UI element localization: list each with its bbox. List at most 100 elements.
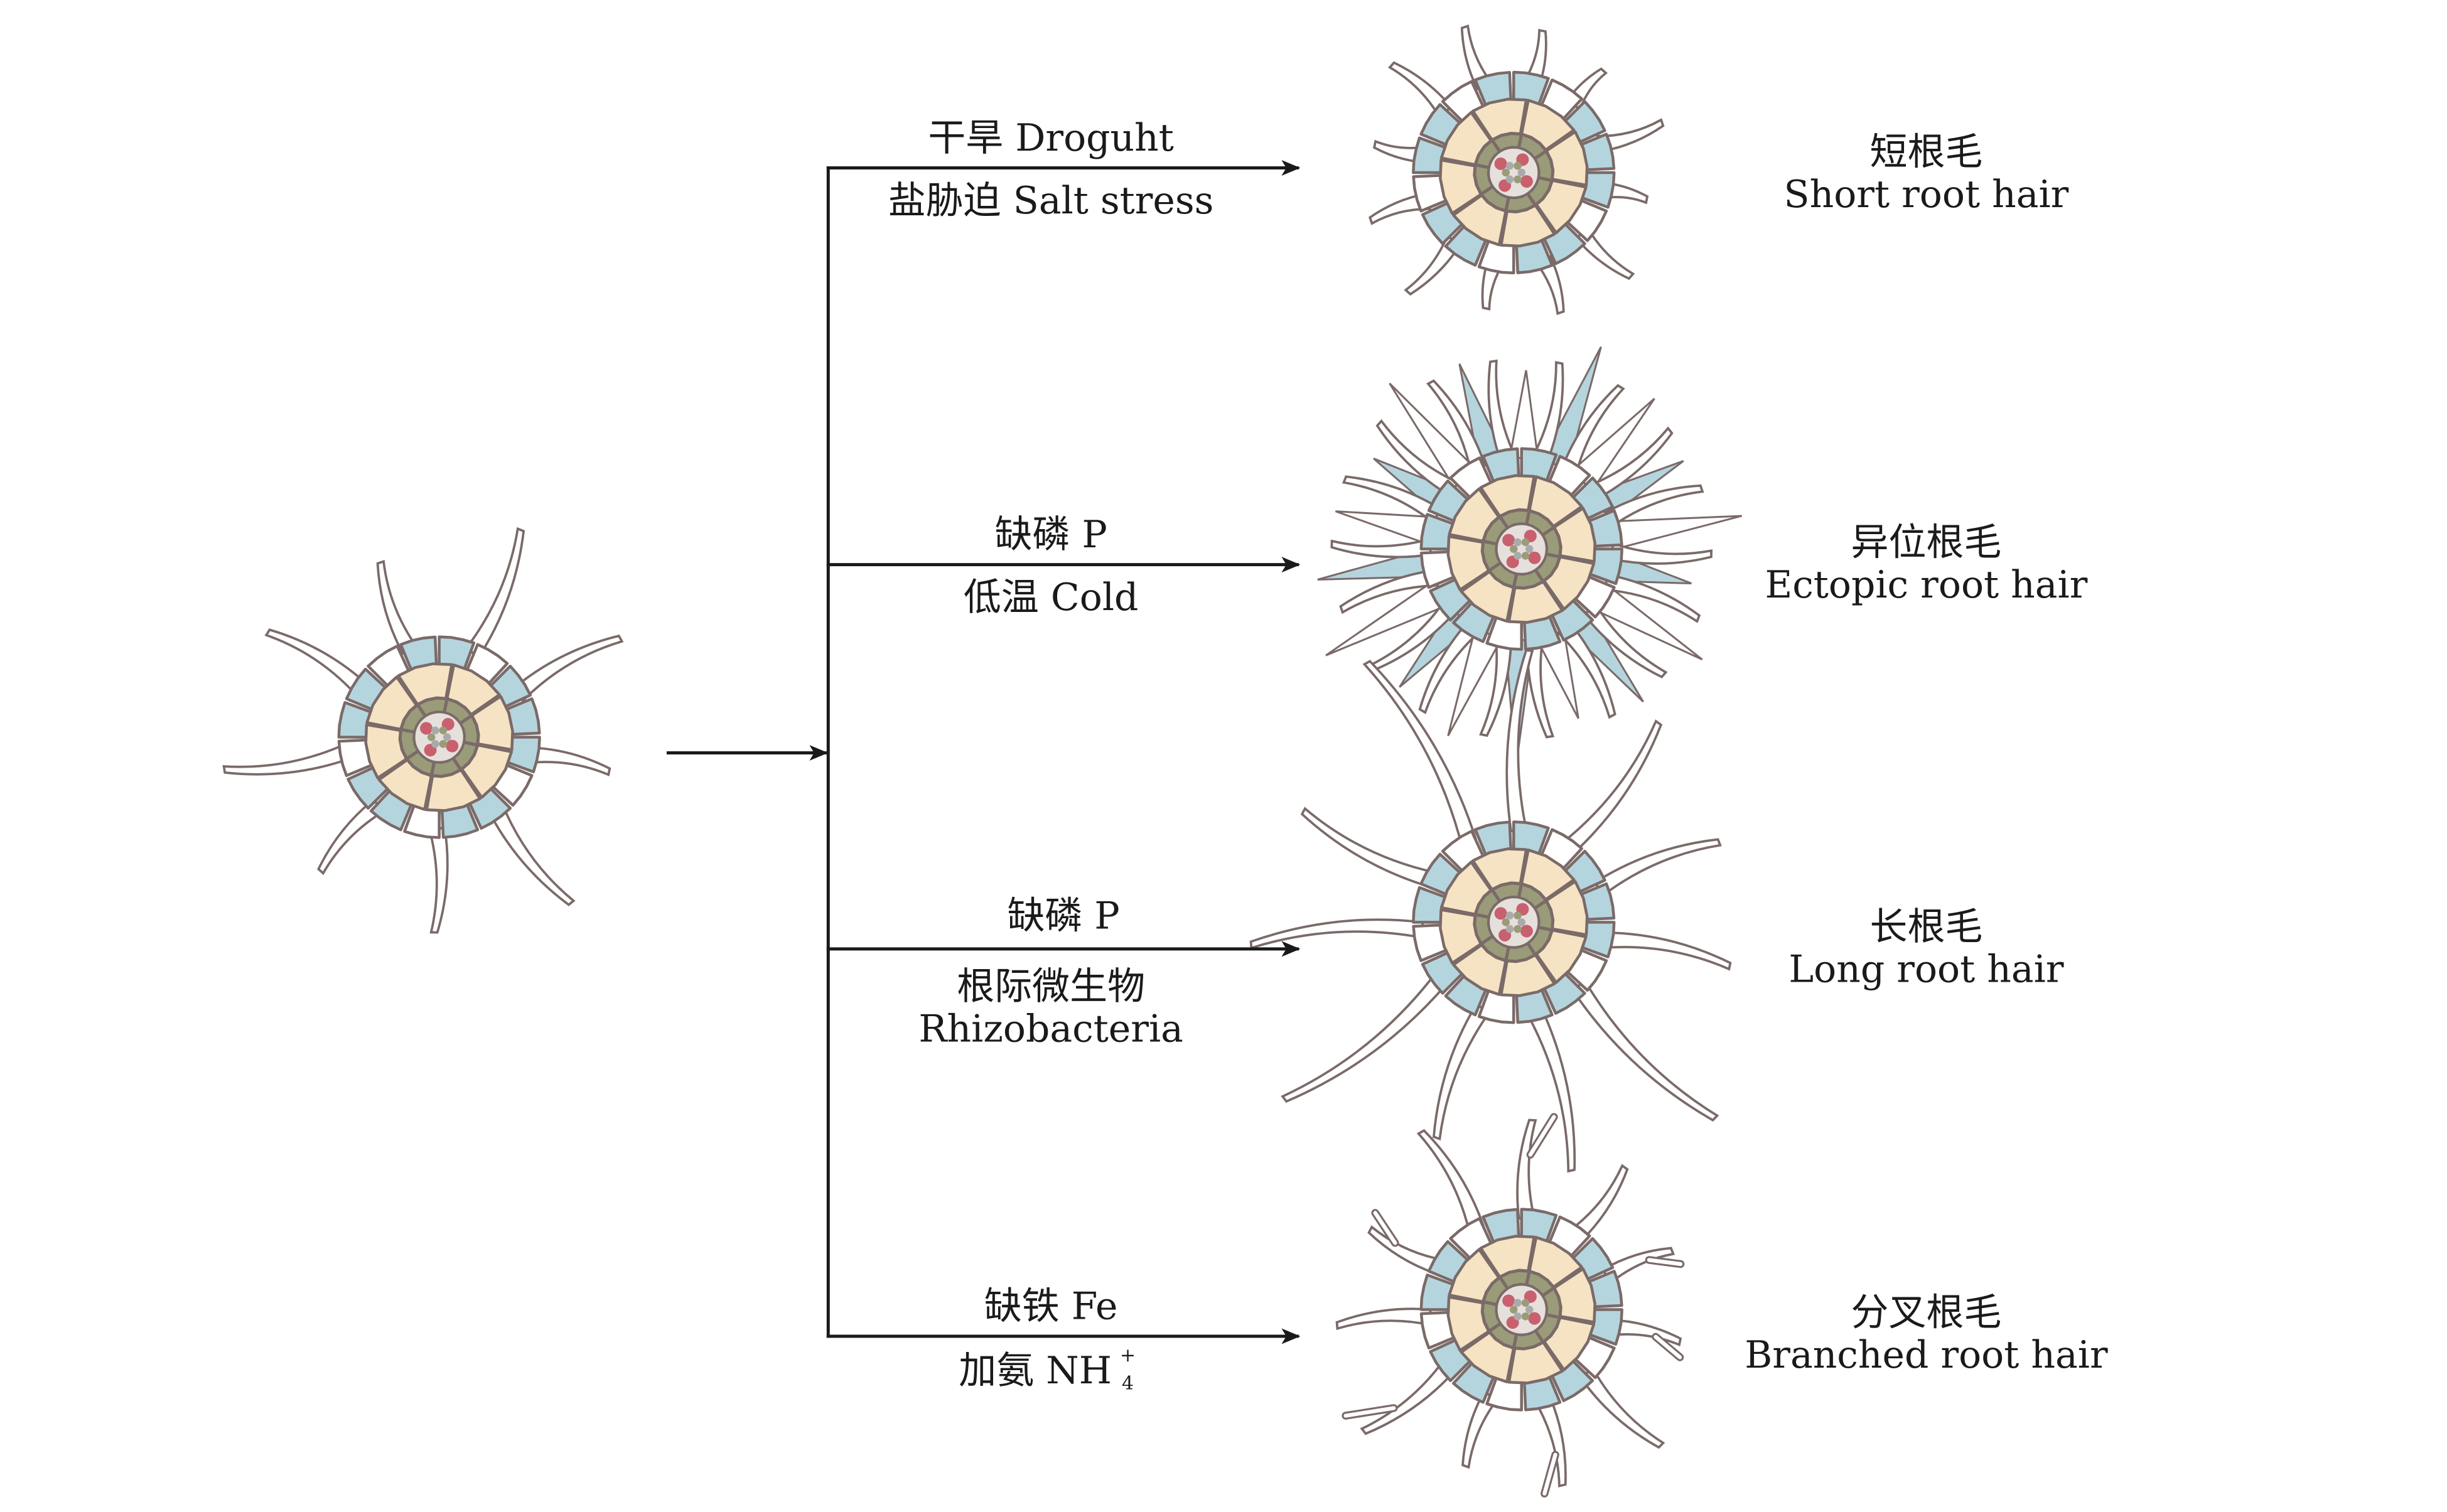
phloem-cell — [1514, 1312, 1522, 1321]
stele — [1495, 1283, 1548, 1336]
root-hair — [1369, 193, 1432, 225]
root-cross-section-normal — [222, 527, 624, 934]
phloem-cell — [443, 733, 451, 741]
root-hair — [1426, 379, 1487, 475]
root-cross-section-branched-hair — [1335, 1113, 1685, 1498]
root-hair — [1561, 383, 1625, 478]
root-hair — [1583, 601, 1668, 678]
root-hair — [1432, 1004, 1493, 1141]
root-hair — [1579, 1365, 1665, 1449]
phloem-cell — [1514, 175, 1522, 184]
root-hair — [1447, 627, 1503, 737]
phloem-cell — [439, 740, 448, 748]
hair-branch-fill — [1542, 1452, 1557, 1496]
phloem-cell — [1525, 1306, 1534, 1314]
root-hair — [1461, 1391, 1500, 1469]
result-ectopic-en: Ectopic root hair — [1765, 563, 2087, 607]
root-hair — [1505, 649, 1534, 834]
xylem-cell — [1494, 907, 1507, 920]
phloem-cell — [1514, 161, 1522, 170]
phloem-cell — [1505, 161, 1514, 170]
xylem-cell — [446, 739, 459, 753]
stele — [1495, 522, 1548, 576]
root-hair — [1608, 515, 1743, 551]
root-cross-section-short-hair — [1369, 24, 1665, 315]
root-hair — [264, 628, 367, 699]
condition-salt: 盐胁迫 Salt stress — [888, 179, 1214, 223]
phloem-cell — [439, 726, 448, 734]
root-hair — [1525, 1007, 1576, 1173]
root-hair — [1540, 346, 1602, 471]
condition-rhizobacteria-en: Rhizobacteria — [918, 1007, 1183, 1051]
root-cross-section-ectopic-hair — [1317, 346, 1743, 766]
xylem-cell — [420, 722, 433, 735]
phloem-cell — [431, 726, 439, 734]
root-hair — [316, 798, 387, 876]
root-hair — [1600, 931, 1732, 971]
hair-branch-fill — [1343, 1406, 1396, 1418]
root-hair — [1388, 61, 1453, 121]
root-hair — [427, 827, 449, 934]
root-hair — [1375, 419, 1461, 496]
root-hair — [222, 741, 352, 776]
hair-branch-fill — [1654, 1334, 1682, 1359]
hair-branch-fill — [1647, 1258, 1683, 1267]
hair-branch-fill — [1528, 1115, 1556, 1157]
result-branched-cn: 分叉根毛 — [1851, 1291, 2002, 1335]
root-hair — [1360, 1357, 1456, 1435]
root-hair — [1516, 1118, 1537, 1221]
result-long-cn: 长根毛 — [1869, 905, 1982, 949]
phloem-cell — [1517, 918, 1526, 926]
root-hair — [1509, 370, 1539, 459]
phloem-cell — [1505, 175, 1514, 184]
phloem-cell — [1521, 538, 1530, 547]
hair-branch-fill — [1373, 1211, 1397, 1245]
root-hair — [1596, 118, 1665, 153]
condition-rhizobacteria-cn: 根际微生物 — [957, 965, 1145, 1009]
root-hair — [463, 527, 525, 657]
xylem-cell — [1502, 1294, 1515, 1307]
root-hair — [1566, 1164, 1629, 1243]
root-hair — [514, 634, 624, 703]
phloem-cell — [1510, 545, 1518, 553]
condition-p-deficiency-2: 缺磷 P — [1007, 894, 1119, 938]
phloem-cell — [1505, 911, 1514, 920]
root-hair — [1586, 426, 1674, 500]
root-hair — [1281, 969, 1448, 1103]
root-hair — [1611, 542, 1713, 565]
phloem-cell — [1525, 545, 1534, 553]
phloem-cell — [1521, 552, 1530, 560]
condition-p-deficiency: 缺磷 P — [994, 513, 1107, 557]
result-short-cn: 短根毛 — [1869, 130, 1982, 174]
root-hair — [376, 560, 420, 655]
root-hair — [1522, 28, 1547, 87]
xylem-cell — [1502, 533, 1515, 547]
root-hair — [1559, 719, 1663, 855]
stele — [412, 710, 466, 764]
root-hair — [1594, 838, 1722, 899]
root-hair — [1575, 225, 1635, 281]
result-long-en: Long root hair — [1788, 947, 2063, 991]
condition-cold: 低温 Cold — [964, 576, 1138, 619]
phloem-cell — [1505, 925, 1514, 933]
root-hair — [1572, 978, 1719, 1122]
xylem-cell — [1528, 1312, 1541, 1325]
root-hair — [1601, 573, 1701, 623]
phloem-cell — [1521, 1299, 1530, 1307]
root-hair — [1532, 1395, 1567, 1488]
root-hair — [1335, 1307, 1433, 1331]
phloem-cell — [1514, 911, 1522, 920]
result-ectopic-cn: 异位根毛 — [1851, 521, 2002, 565]
xylem-cell — [1494, 157, 1507, 170]
phloem-cell — [1502, 168, 1510, 177]
root-hair — [1525, 636, 1555, 739]
root-hair — [1330, 537, 1433, 559]
root-hair — [1487, 359, 1518, 462]
root-hair — [1416, 1129, 1485, 1236]
phloem-cell — [1514, 538, 1522, 547]
root-hair — [1339, 569, 1439, 614]
phloem-cell — [427, 733, 436, 741]
stele — [1487, 896, 1541, 949]
result-short-en: Short root hair — [1784, 173, 2069, 217]
